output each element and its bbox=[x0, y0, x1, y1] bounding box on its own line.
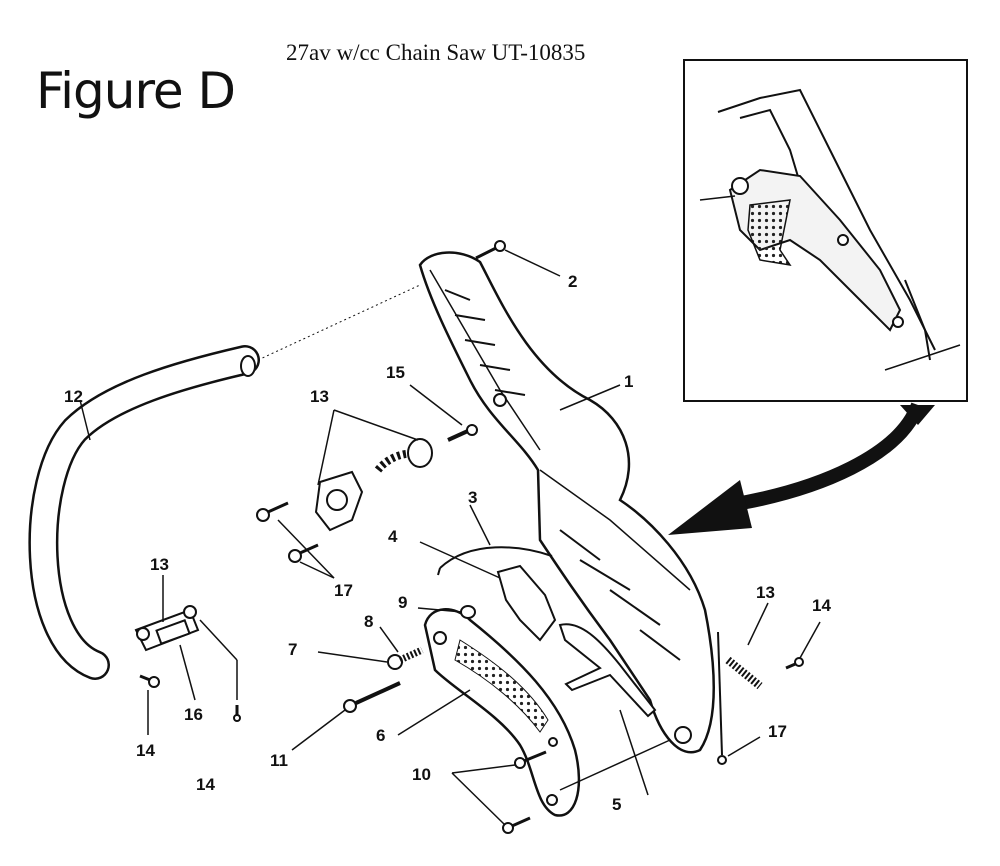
callout-9: 9 bbox=[398, 593, 407, 612]
part-17-screws bbox=[256, 501, 727, 765]
callout-6: 6 bbox=[376, 726, 385, 745]
callout-3: 3 bbox=[468, 488, 477, 507]
callout-13-right: 13 bbox=[756, 583, 775, 602]
part-8-spring bbox=[398, 646, 424, 664]
part-2-screw bbox=[475, 240, 506, 260]
callout-7: 7 bbox=[288, 640, 297, 659]
part-12-front-handle bbox=[28, 284, 421, 680]
part-10-screws bbox=[502, 750, 547, 834]
callout-14-right: 14 bbox=[812, 596, 831, 615]
part-13-spring-mount bbox=[314, 438, 433, 532]
part-5-lockout-lever bbox=[558, 623, 657, 718]
callout-2: 2 bbox=[568, 272, 577, 291]
callout-12: 12 bbox=[64, 387, 83, 406]
part-11-long-screw bbox=[343, 681, 401, 713]
part-6-grip bbox=[423, 608, 581, 817]
callout-numbers: 2 1 3 4 9 8 7 11 6 5 15 13 17 12 13 16 1… bbox=[64, 272, 831, 814]
part-13-right-spring bbox=[725, 656, 763, 690]
part-14-screws bbox=[139, 657, 804, 722]
callout-16: 16 bbox=[184, 705, 203, 724]
callout-14-middle: 14 bbox=[196, 775, 215, 794]
callout-4: 4 bbox=[388, 527, 398, 546]
part-9-washer bbox=[460, 605, 476, 619]
callout-13-upper: 13 bbox=[310, 387, 329, 406]
callout-5: 5 bbox=[612, 795, 621, 814]
figure-label: Figure D bbox=[36, 62, 236, 120]
callout-10: 10 bbox=[412, 765, 431, 784]
document-title: 27av w/cc Chain Saw UT-10835 bbox=[286, 40, 586, 65]
leader-lines bbox=[79, 249, 821, 826]
part-3-throttle-cable bbox=[437, 546, 553, 576]
callout-1: 1 bbox=[624, 372, 633, 391]
part-15-screw bbox=[447, 424, 478, 442]
part-1-rear-handle bbox=[418, 251, 715, 754]
callout-17-left: 17 bbox=[334, 581, 353, 600]
curved-arrow bbox=[668, 402, 935, 535]
callout-13-left: 13 bbox=[150, 555, 169, 574]
callout-14-left: 14 bbox=[136, 741, 155, 760]
part-4-trigger bbox=[496, 564, 557, 642]
callout-11: 11 bbox=[270, 751, 288, 770]
callout-15: 15 bbox=[386, 363, 405, 382]
callout-8: 8 bbox=[364, 612, 373, 631]
callout-17-right: 17 bbox=[768, 722, 787, 741]
part-16-bracket bbox=[155, 619, 191, 645]
inset-detail-view bbox=[683, 59, 968, 402]
